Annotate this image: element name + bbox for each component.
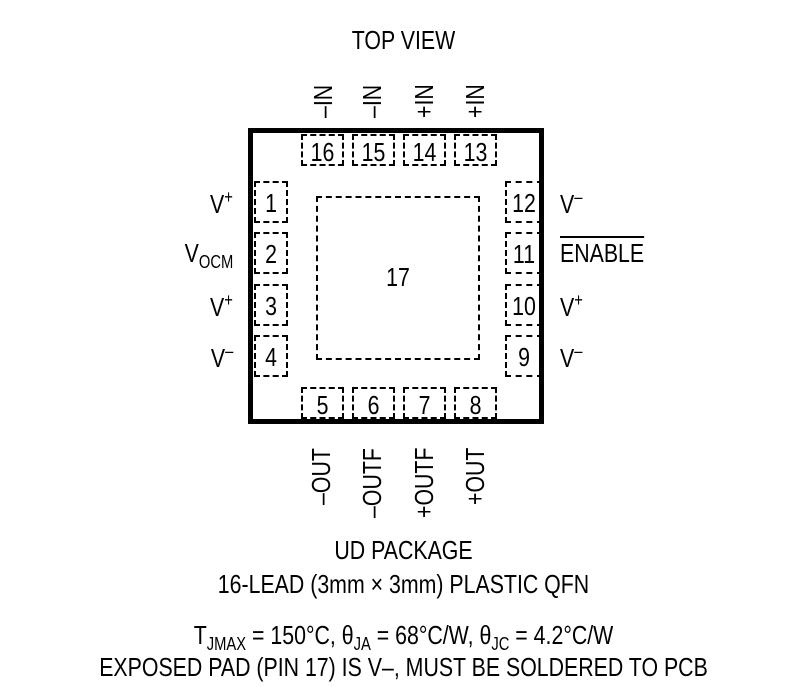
pin-16-label: –IN	[308, 84, 338, 118]
pin-13-label: +IN	[460, 84, 490, 118]
pin-7-pad: 7	[403, 387, 446, 419]
pin-12-label: V–	[560, 187, 583, 219]
pin-3-number: 3	[265, 291, 277, 321]
pin-9-label: V–	[560, 341, 583, 373]
pin-11-number: 11	[512, 239, 536, 269]
exposed-pad-note: EXPOSED PAD (PIN 17) IS V–, MUST BE SOLD…	[99, 652, 708, 682]
pin-8-number: 8	[469, 390, 482, 420]
pin-9-pad: 9	[505, 335, 543, 377]
pin-8-label: +OUT	[460, 447, 490, 505]
pin-1-number: 1	[265, 188, 277, 218]
pin-3-pad: 3	[254, 284, 288, 326]
pin-10-pad: 10	[505, 284, 543, 326]
pin-16-pad: 16	[301, 134, 344, 166]
pin-10-number: 10	[512, 291, 536, 321]
pin-2-pad: 2	[254, 232, 288, 274]
pin-1-pad: 1	[254, 181, 288, 223]
pin-13-number: 13	[463, 137, 488, 167]
pin-11-pad: 11	[505, 232, 543, 274]
pin-14-label: +IN	[409, 84, 439, 118]
pin-7-label: +OUTF	[409, 447, 439, 518]
pin-13-pad: 13	[454, 134, 497, 166]
view-title: TOP VIEW	[351, 25, 456, 55]
pin-6-number: 6	[367, 390, 380, 420]
pin-4-number: 4	[265, 342, 277, 372]
pin-5-label: –OUT	[306, 448, 336, 505]
pin-4-label: V–	[210, 341, 233, 373]
pin-3-label: V+	[210, 290, 233, 322]
package-name: UD PACKAGE	[334, 535, 473, 565]
pin-6-label: –OUTF	[357, 448, 387, 518]
pin-1-label: V+	[210, 187, 233, 219]
pin-8-pad: 8	[454, 387, 497, 419]
pin-5-pad: 5	[301, 387, 344, 419]
pin-10-label: V+	[560, 290, 583, 322]
package-outline	[248, 128, 544, 424]
pin-7-number: 7	[418, 390, 431, 420]
pin-14-number: 14	[412, 137, 437, 167]
pin-9-number: 9	[518, 342, 530, 372]
thermal-spec: TJMAX = 150°C, θJA = 68°C/W, θJC = 4.2°C…	[193, 620, 614, 654]
package-description: 16-LEAD (3mm × 3mm) PLASTIC QFN	[217, 569, 590, 599]
pin-2-number: 2	[265, 239, 277, 269]
pin-6-pad: 6	[352, 387, 395, 419]
pin-15-label: –IN	[357, 84, 387, 118]
exposed-pad-number: 17	[386, 262, 410, 292]
exposed-pad: 17	[316, 196, 480, 360]
pin-16-number: 16	[310, 137, 335, 167]
pin-5-number: 5	[316, 390, 329, 420]
pin-11-label: ENABLE	[560, 238, 645, 268]
pin-15-pad: 15	[352, 134, 395, 166]
pin-12-number: 12	[512, 188, 536, 218]
pin-12-pad: 12	[505, 181, 543, 223]
pin-14-pad: 14	[403, 134, 446, 166]
pin-2-label: VOCM	[184, 238, 233, 272]
pin-4-pad: 4	[254, 335, 288, 377]
pin-15-number: 15	[361, 137, 386, 167]
